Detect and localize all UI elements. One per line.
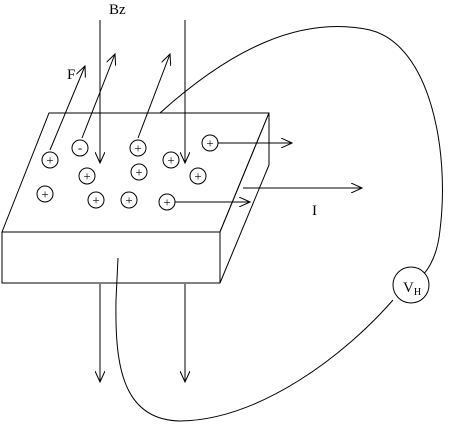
charge-carriers: - + + + + + + + (36, 134, 219, 211)
hole-symbol: + (194, 169, 201, 184)
hole-symbol: + (135, 165, 142, 180)
hole-charge: + (162, 151, 180, 169)
hole-symbol: + (167, 153, 174, 168)
voltmeter-label: VH (403, 280, 421, 298)
force-arrows (49, 54, 170, 151)
voltmeter-label-sub: H (414, 287, 421, 298)
electron-charge: - (71, 139, 89, 157)
hole-charge: + (41, 151, 59, 169)
hole-charge: + (189, 167, 207, 185)
hole-symbol: + (41, 187, 48, 202)
current-label: I (312, 203, 317, 219)
hole-symbol: + (46, 153, 53, 168)
hole-charge: + (120, 191, 138, 209)
force-label: F (67, 67, 75, 83)
hole-charge: + (87, 191, 105, 209)
voltmeter-wire-lower (115, 257, 394, 422)
hole-symbol: + (83, 169, 90, 184)
hole-symbol: + (163, 195, 170, 210)
hole-symbol: + (92, 193, 99, 208)
force-arrow-2 (81, 54, 115, 139)
voltmeter-label-main: V (403, 280, 414, 296)
hole-charge: + (158, 193, 176, 211)
hole-charge: + (78, 167, 96, 185)
hole-symbol: + (125, 193, 132, 208)
electron-symbol: - (78, 140, 82, 155)
voltmeter-circle (392, 266, 430, 304)
hole-charge: + (130, 163, 148, 181)
force-arrow-3 (137, 54, 170, 139)
voltmeter-wire (159, 26, 443, 279)
hole-symbol: + (206, 136, 213, 151)
slab-front-face (1, 231, 221, 284)
voltmeter: VH (392, 266, 430, 304)
hole-charge: + (36, 185, 54, 203)
current-arrows (175, 143, 362, 202)
hole-charge: + (129, 139, 147, 157)
force-arrow-1 (49, 66, 85, 151)
hole-symbol: + (134, 141, 141, 156)
field-label: Bz (109, 2, 126, 18)
hole-charge: + (201, 134, 219, 152)
